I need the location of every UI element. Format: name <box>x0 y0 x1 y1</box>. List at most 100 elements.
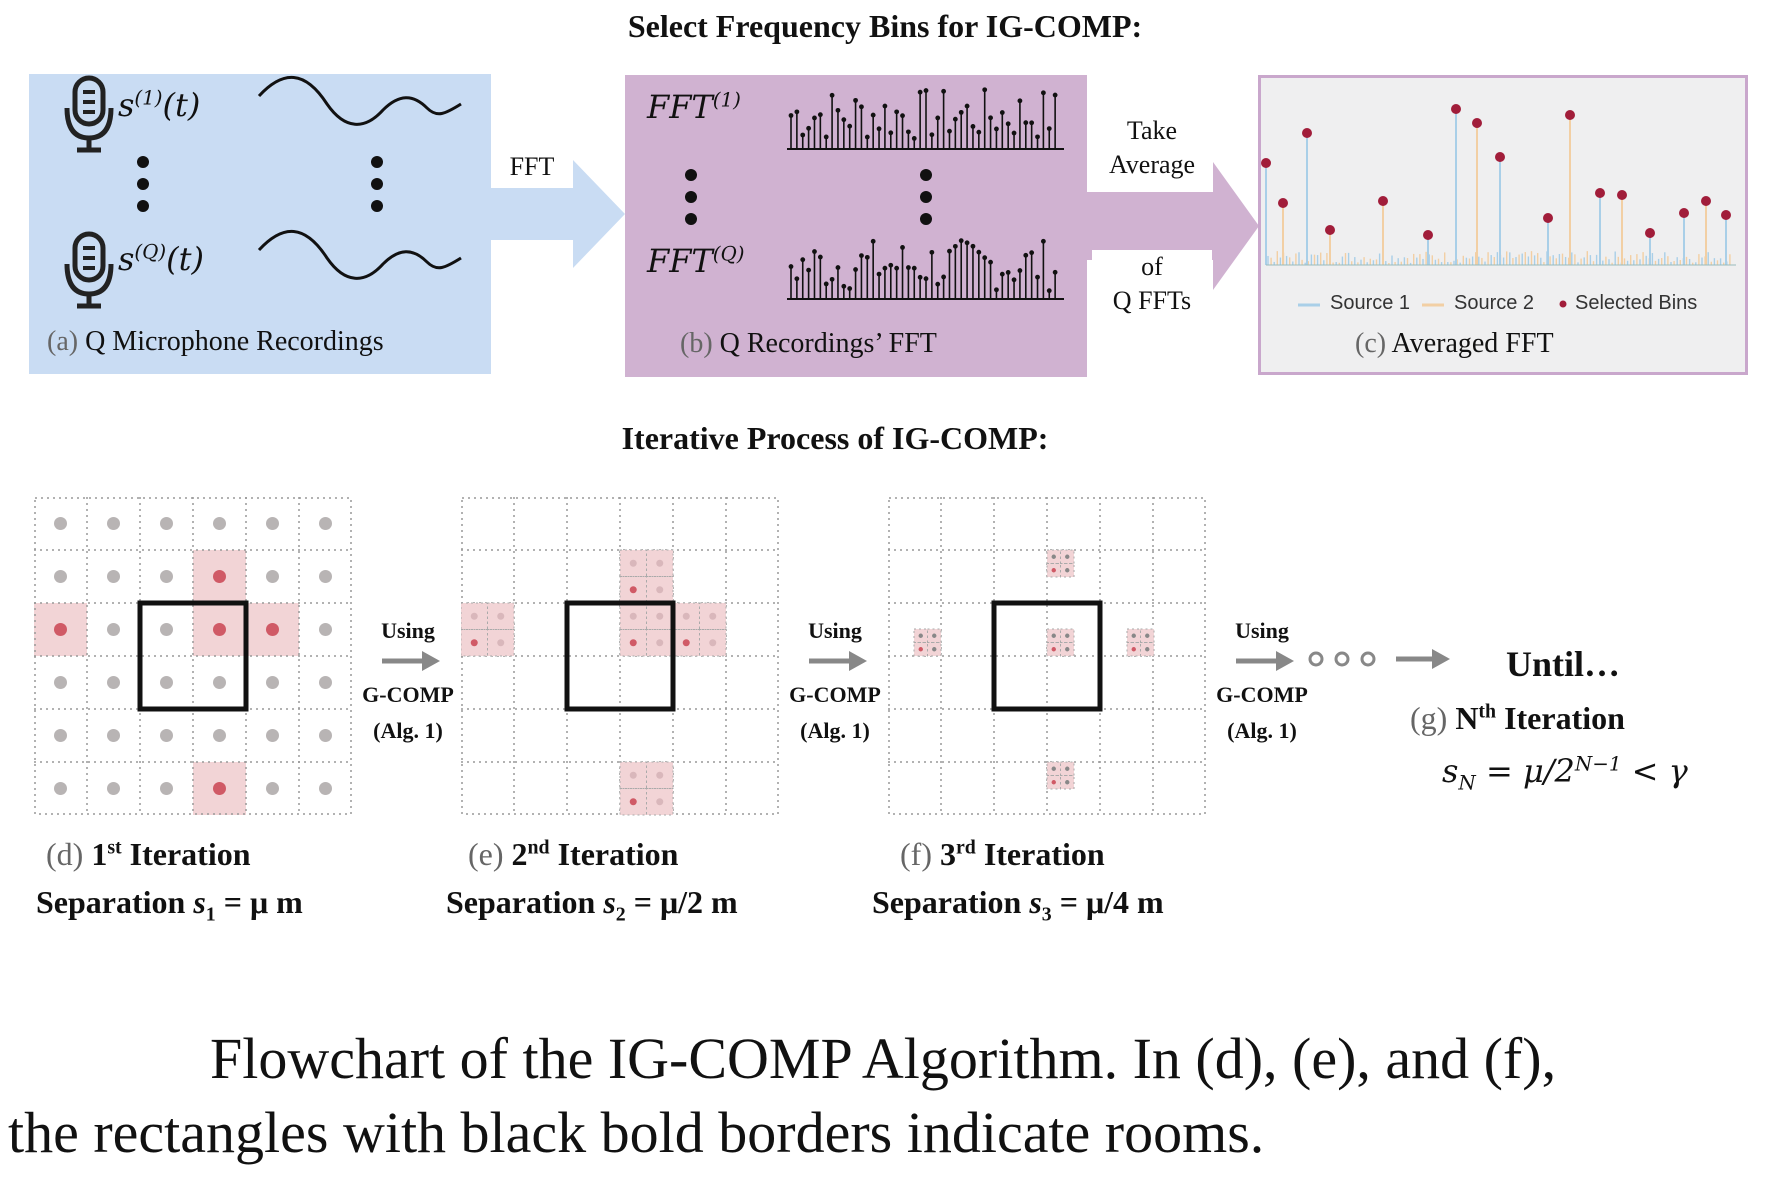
microphone-icon <box>64 231 114 309</box>
grid-point <box>1145 647 1150 652</box>
fft-stem-head <box>806 125 812 131</box>
subcell <box>927 628 942 643</box>
fft-stem-head <box>964 103 970 109</box>
using-arrow-1 <box>382 651 440 671</box>
fft-stem-head <box>788 113 794 118</box>
grid-point <box>160 676 173 689</box>
grid-point <box>213 623 226 636</box>
grid-point <box>160 729 173 742</box>
fft-stem-head <box>800 257 806 263</box>
grid-iteration-1 <box>34 497 352 815</box>
fft-stem-head <box>870 112 876 118</box>
subcell <box>1140 642 1155 657</box>
grid-subcells <box>913 549 1155 790</box>
final-condition-formula: sN = μ/2N−1 < γ <box>1442 752 1688 795</box>
selected-bin-point <box>1423 230 1433 240</box>
selected-bin-point <box>1679 208 1689 218</box>
fft-stem-head <box>1005 270 1011 275</box>
fft-stem-head <box>829 92 835 98</box>
fft-stem-head <box>976 129 982 135</box>
fft-stem-head <box>876 271 882 277</box>
subcell <box>1046 775 1061 790</box>
subcell <box>1046 628 1061 643</box>
grid-point <box>107 729 120 742</box>
gcomp-label-1: G-COMP <box>362 682 454 707</box>
grid-point <box>629 798 637 806</box>
iteration-3-label: (f) 3rd Iteration <box>900 836 1105 872</box>
averaged-fft-noise <box>1267 251 1731 265</box>
fft-stem-head <box>970 123 976 129</box>
selected-bin-point <box>1261 158 1271 168</box>
fft-stem-head <box>923 88 929 93</box>
selected-bin-point <box>1278 198 1288 208</box>
until-label: Until… <box>1506 644 1621 684</box>
fft-stem-head <box>923 276 929 282</box>
grid-point <box>918 633 923 638</box>
panel-a-graphics <box>64 75 462 309</box>
grid-point <box>107 782 120 795</box>
grid-point <box>319 782 332 795</box>
iteration-1-label: (d) 1st Iteration <box>46 836 251 872</box>
grid-point <box>709 639 717 647</box>
fft-stem-head <box>1023 252 1029 258</box>
continuation-ellipsis-icon <box>1308 649 1450 669</box>
grid-point <box>497 639 505 647</box>
fft-stem-head <box>1040 90 1046 96</box>
selected-bin-point <box>1565 110 1575 120</box>
grid-point <box>107 570 120 583</box>
grid-point <box>213 676 226 689</box>
fft-stem-head <box>1046 288 1052 294</box>
grid-point <box>160 570 173 583</box>
gcomp-label-3: G-COMP <box>1216 682 1308 707</box>
subcell <box>913 628 928 643</box>
alg-label-3: (Alg. 1) <box>1227 718 1297 743</box>
grid-point <box>629 586 637 594</box>
grid-point <box>497 612 505 620</box>
fft-stem-head <box>888 262 894 268</box>
fft-stem-head <box>1046 126 1052 131</box>
grid-point <box>54 623 67 636</box>
fft-stem-head <box>841 117 847 123</box>
fft-stem-head <box>864 254 870 260</box>
fft-stem-head <box>905 129 911 135</box>
averaged-fft-stems <box>1261 104 1731 265</box>
legend-selected-swatch <box>1559 300 1567 308</box>
legend-source2-label: Source 2 <box>1454 292 1535 314</box>
fft-stem-head <box>935 115 941 121</box>
fft-stem-head <box>900 245 905 250</box>
grid-iteration-3 <box>888 497 1206 815</box>
ellipsis-icon <box>685 169 932 225</box>
grid-point <box>54 570 67 583</box>
subcell <box>1060 628 1075 643</box>
using-arrow-2 <box>809 651 867 671</box>
panel-b-caption: (b) Q Recordings’ FFT <box>680 328 937 359</box>
using-arrow-3 <box>1236 651 1294 671</box>
grid-point <box>213 570 226 583</box>
grid-point <box>54 517 67 530</box>
fft-stem-head <box>911 265 917 271</box>
grid-point <box>1051 766 1056 771</box>
subcell <box>487 602 515 630</box>
grid-point <box>1065 766 1070 771</box>
subcell <box>1060 642 1075 657</box>
alg-label-2: (Alg. 1) <box>800 718 870 743</box>
grid-point <box>656 586 664 594</box>
fft-stem-head <box>964 240 970 246</box>
selected-bin-point <box>1595 188 1605 198</box>
iteration-3-separation: Separation s3 = μ/4 m <box>872 884 1164 926</box>
microphone-icon <box>64 75 114 153</box>
grid-point <box>1051 780 1056 785</box>
subcell <box>1046 549 1061 564</box>
subcell <box>1140 628 1155 643</box>
grid-point <box>160 517 173 530</box>
grid-point <box>319 729 332 742</box>
fft-stem-head <box>929 249 935 255</box>
legend-selected-label: Selected Bins <box>1575 292 1698 314</box>
using-label-2: Using <box>808 618 862 643</box>
subcell <box>699 602 727 630</box>
fft-stem-head <box>917 89 923 95</box>
subcell <box>619 549 647 577</box>
grid-point <box>54 782 67 795</box>
using-label-3: Using <box>1235 618 1289 643</box>
